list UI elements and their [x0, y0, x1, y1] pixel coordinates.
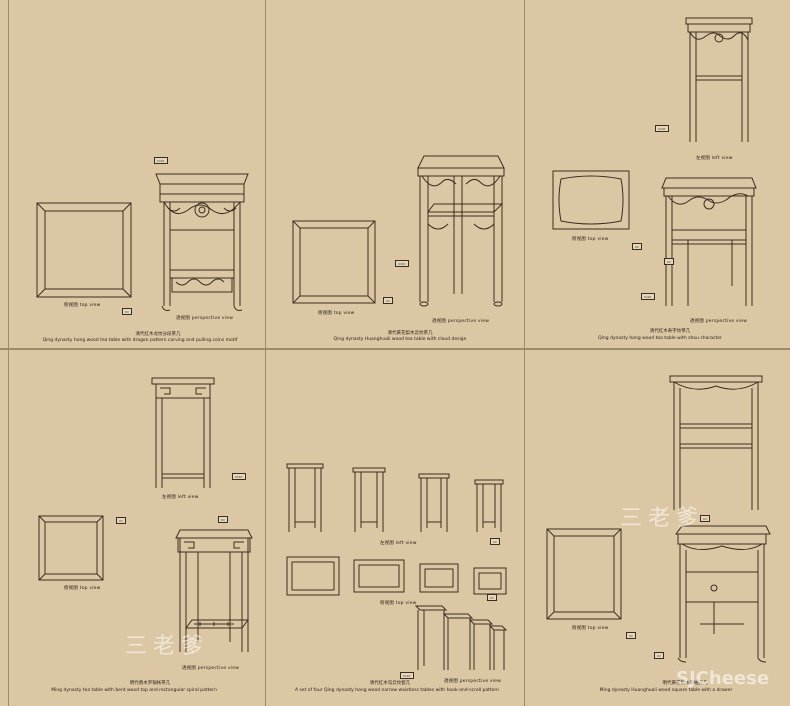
- panel-divider: [524, 0, 525, 706]
- caption-cn: 清代红木勾云纹套几: [369, 681, 411, 686]
- panel-5-top-views: [286, 556, 507, 596]
- scale-tag: ▭▭: [655, 125, 669, 132]
- panel-6-front-view: [669, 375, 763, 510]
- scale-tag: ▭: [490, 538, 500, 545]
- scale-tag: ▭: [218, 516, 228, 523]
- panel-divider: [8, 0, 9, 706]
- panel-6-top-view: [546, 528, 622, 620]
- top-view-label: 俯视图 top view: [64, 303, 101, 308]
- panel-4-top-view: [38, 515, 104, 581]
- watermark-cn: 三老爹: [125, 634, 210, 659]
- panel-4-left-view: [151, 377, 215, 488]
- left-view-label: 左视图 left view: [162, 495, 199, 500]
- caption-en: Qing dynasty Huanghuali wood tea table w…: [333, 337, 467, 342]
- scale-tag: ▭: [664, 258, 674, 265]
- scale-tag: ▭▭: [641, 293, 655, 300]
- scale-tag: ▭: [700, 515, 710, 522]
- caption-en: Ming dynasty Huanghuali wood square tabl…: [599, 688, 733, 693]
- panel-divider: [265, 0, 266, 706]
- top-view-label: 俯视图 top view: [380, 601, 417, 606]
- perspective-label: 透视图 perspective view: [176, 316, 234, 321]
- row-divider: [0, 348, 790, 350]
- top-view-label: 俯视图 top view: [572, 237, 609, 242]
- scale-tag: ▭: [632, 243, 642, 250]
- scale-tag: ▭▭: [400, 672, 414, 679]
- caption-cn: 清代红木寿字纹茶几: [649, 329, 691, 334]
- caption-en: Ming dynasty tea table with bent wood to…: [51, 688, 217, 693]
- caption-cn: 清代黄花梨木云纹茶几: [387, 331, 433, 336]
- watermark-cn: 三老爹: [620, 506, 705, 531]
- panel-2-perspective-view: [417, 155, 505, 307]
- perspective-label: 透视图 perspective view: [182, 666, 240, 671]
- panel-2-top-view: [292, 220, 376, 304]
- scale-tag: ▭: [487, 594, 497, 601]
- scale-tag: ▭: [122, 308, 132, 315]
- caption-en: A set of four Qing dynasty hong wood nar…: [294, 688, 500, 693]
- caption-en: Qing dynasty hong wood tea table with dr…: [42, 338, 238, 343]
- top-view-label: 俯视图 top view: [572, 626, 609, 631]
- left-view-label: 左视图 left view: [380, 541, 417, 546]
- caption-en: Qing dynasty hong wood tea table with sh…: [598, 336, 722, 341]
- top-view-label: 俯视图 top view: [64, 586, 101, 591]
- perspective-label: 透视图 perspective view: [690, 319, 748, 324]
- panel-1-perspective-view: [155, 173, 249, 311]
- caption-cn: 明代香木罗锅枨茶几: [129, 681, 171, 686]
- panel-4-perspective-view: [175, 529, 253, 652]
- panel-3-top-view: [552, 170, 630, 230]
- panel-5-left-views: [286, 463, 504, 532]
- scale-tag: ▭: [116, 517, 126, 524]
- scale-tag: ▭▭: [395, 260, 409, 267]
- top-view-label: 俯视图 top view: [318, 311, 355, 316]
- scale-tag: ▭▭: [154, 157, 168, 164]
- caption-cn: 明代黄花梨木带抽方几: [662, 681, 708, 686]
- perspective-label: 透视图 perspective view: [432, 319, 490, 324]
- scale-tag: ▭: [383, 297, 393, 304]
- panel-5-perspective-view: [414, 605, 508, 670]
- panel-3-left-view: [685, 17, 753, 142]
- panel-1-top-view: [36, 202, 132, 298]
- panel-6-perspective-view: [675, 525, 771, 663]
- panel-3-perspective-view: [661, 177, 757, 306]
- watermark-en: SJCheese: [676, 668, 770, 689]
- perspective-label: 透视图 perspective view: [444, 679, 502, 684]
- caption-cn: 清代红木龙纹分段茶几: [135, 332, 181, 337]
- left-view-label: 左视图 left view: [696, 156, 733, 161]
- scale-tag: ▭: [654, 652, 664, 659]
- scale-tag: ▭: [626, 632, 636, 639]
- scale-tag: ▭▭: [232, 473, 246, 480]
